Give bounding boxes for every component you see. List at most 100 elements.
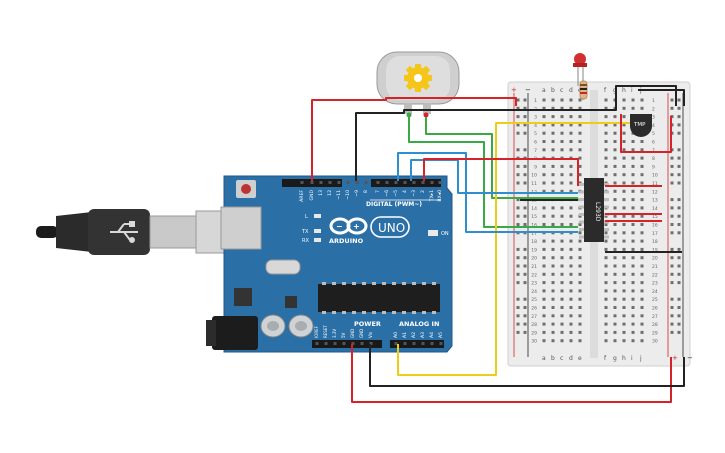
rail-hole[interactable]: [677, 173, 681, 177]
breadboard-hole[interactable]: [640, 289, 644, 293]
rail-hole[interactable]: [516, 272, 520, 276]
rail-hole[interactable]: [670, 164, 674, 168]
wire-red-sensor[interactable]: [620, 114, 672, 153]
breadboard-hole[interactable]: [622, 314, 626, 318]
breadboard-hole[interactable]: [613, 289, 617, 293]
breadboard-hole[interactable]: [542, 98, 546, 102]
breadboard-hole[interactable]: [613, 239, 617, 243]
breadboard-hole[interactable]: [622, 189, 626, 193]
breadboard-hole[interactable]: [542, 297, 546, 301]
breadboard-hole[interactable]: [578, 297, 582, 301]
breadboard-hole[interactable]: [631, 281, 635, 285]
breadboard-hole[interactable]: [560, 264, 564, 268]
header-pin[interactable]: [333, 342, 337, 345]
rail-hole[interactable]: [677, 264, 681, 268]
breadboard-hole[interactable]: [622, 131, 626, 135]
rail-hole[interactable]: [523, 272, 527, 276]
breadboard-hole[interactable]: [631, 106, 635, 110]
breadboard-hole[interactable]: [631, 98, 635, 102]
breadboard-hole[interactable]: [622, 330, 626, 334]
breadboard-hole[interactable]: [604, 115, 608, 119]
breadboard-hole[interactable]: [622, 115, 626, 119]
rail-hole[interactable]: [516, 173, 520, 177]
breadboard-hole[interactable]: [640, 322, 644, 326]
rail-hole[interactable]: [670, 297, 674, 301]
power-header[interactable]: [312, 340, 382, 348]
breadboard-hole[interactable]: [542, 189, 546, 193]
breadboard-hole[interactable]: [542, 272, 546, 276]
breadboard-hole[interactable]: [631, 189, 635, 193]
breadboard-hole[interactable]: [569, 148, 573, 152]
breadboard-hole[interactable]: [640, 223, 644, 226]
breadboard-hole[interactable]: [640, 256, 644, 260]
breadboard-hole[interactable]: [578, 106, 582, 110]
breadboard-hole[interactable]: [569, 239, 573, 243]
breadboard-hole[interactable]: [631, 181, 635, 185]
breadboard-hole[interactable]: [613, 123, 617, 127]
breadboard-hole[interactable]: [578, 214, 582, 218]
breadboard-hole[interactable]: [640, 264, 644, 268]
rail-hole[interactable]: [523, 98, 527, 102]
breadboard-hole[interactable]: [613, 148, 617, 152]
rail-hole[interactable]: [523, 223, 527, 226]
breadboard-hole[interactable]: [569, 330, 573, 334]
breadboard-hole[interactable]: [631, 214, 635, 218]
rail-hole[interactable]: [523, 148, 527, 152]
breadboard-hole[interactable]: [569, 123, 573, 127]
breadboard-hole[interactable]: [613, 247, 617, 251]
breadboard-hole[interactable]: [578, 256, 582, 260]
breadboard-hole[interactable]: [551, 330, 555, 334]
breadboard-hole[interactable]: [613, 272, 617, 276]
breadboard-hole[interactable]: [551, 314, 555, 318]
breadboard-hole[interactable]: [631, 256, 635, 260]
rail-hole[interactable]: [677, 198, 681, 202]
wire-black-top[interactable]: [355, 85, 677, 181]
breadboard-hole[interactable]: [631, 156, 635, 160]
breadboard-hole[interactable]: [613, 314, 617, 318]
rail-hole[interactable]: [516, 123, 520, 127]
header-pin[interactable]: [300, 181, 304, 184]
breadboard-hole[interactable]: [640, 231, 644, 235]
rail-hole[interactable]: [677, 206, 681, 210]
breadboard-hole[interactable]: [640, 239, 644, 243]
breadboard-hole[interactable]: [542, 239, 546, 243]
breadboard-hole[interactable]: [622, 281, 626, 285]
rail-hole[interactable]: [677, 156, 681, 160]
rail-hole[interactable]: [523, 181, 527, 185]
rail-hole[interactable]: [677, 256, 681, 260]
breadboard-hole[interactable]: [640, 106, 644, 110]
breadboard-hole[interactable]: [631, 148, 635, 152]
header-pin[interactable]: [315, 342, 319, 345]
breadboard-hole[interactable]: [578, 289, 582, 293]
breadboard-hole[interactable]: [578, 148, 582, 152]
breadboard-hole[interactable]: [604, 106, 608, 110]
breadboard-hole[interactable]: [622, 289, 626, 293]
breadboard-hole[interactable]: [551, 297, 555, 301]
breadboard-hole[interactable]: [551, 214, 555, 218]
breadboard-hole[interactable]: [542, 223, 546, 226]
rail-hole[interactable]: [670, 198, 674, 202]
breadboard-hole[interactable]: [560, 206, 564, 210]
breadboard-hole[interactable]: [551, 322, 555, 326]
rail-hole[interactable]: [670, 256, 674, 260]
rail-hole[interactable]: [523, 247, 527, 251]
breadboard-hole[interactable]: [542, 330, 546, 334]
rail-hole[interactable]: [670, 281, 674, 285]
breadboard-hole[interactable]: [622, 239, 626, 243]
breadboard-hole[interactable]: [578, 231, 582, 235]
breadboard-hole[interactable]: [569, 297, 573, 301]
breadboard-hole[interactable]: [542, 164, 546, 168]
rail-hole[interactable]: [516, 330, 520, 334]
breadboard-hole[interactable]: [560, 148, 564, 152]
breadboard-hole[interactable]: [604, 314, 608, 318]
rail-hole[interactable]: [516, 148, 520, 152]
rail-hole[interactable]: [523, 281, 527, 285]
breadboard-hole[interactable]: [613, 198, 617, 202]
breadboard-hole[interactable]: [569, 173, 573, 177]
rail-hole[interactable]: [670, 98, 674, 102]
header-pin[interactable]: [403, 181, 407, 184]
breadboard-hole[interactable]: [622, 123, 626, 127]
rail-hole[interactable]: [523, 214, 527, 218]
breadboard-hole[interactable]: [569, 289, 573, 293]
breadboard-hole[interactable]: [604, 306, 608, 309]
